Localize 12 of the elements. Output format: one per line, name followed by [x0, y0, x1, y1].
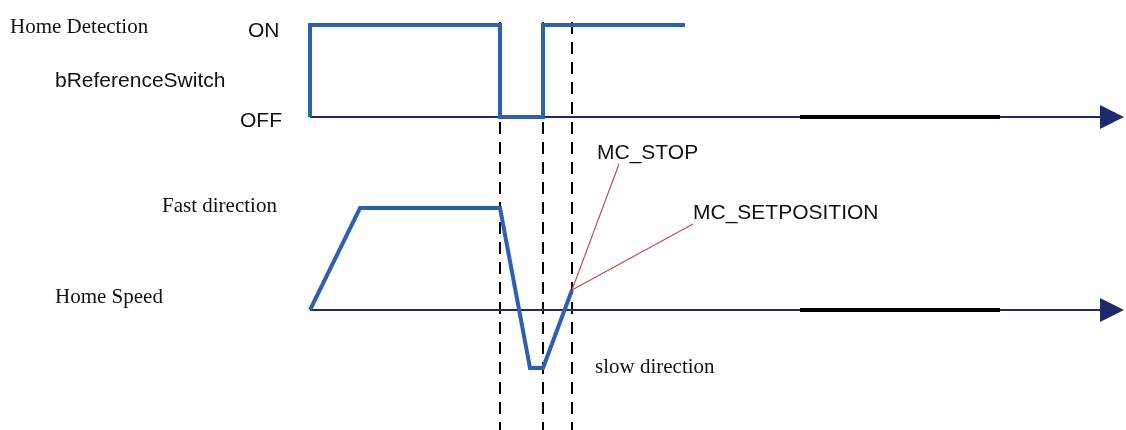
state-label: OFF [240, 108, 282, 132]
signal-label: Home Detection [10, 14, 149, 38]
speed-label: Fast direction [162, 193, 277, 217]
function-label: MC_STOP [597, 140, 699, 164]
state-label: ON [248, 18, 280, 42]
function-label: MC_SETPOSITION [693, 200, 879, 224]
speed-waveform [308, 206, 574, 370]
leader-line [571, 223, 694, 291]
leader-line [571, 163, 620, 291]
signal-label: bReferenceSwitch [55, 68, 226, 92]
speed-label: slow direction [595, 354, 715, 378]
signal-label: Home Speed [55, 284, 163, 308]
